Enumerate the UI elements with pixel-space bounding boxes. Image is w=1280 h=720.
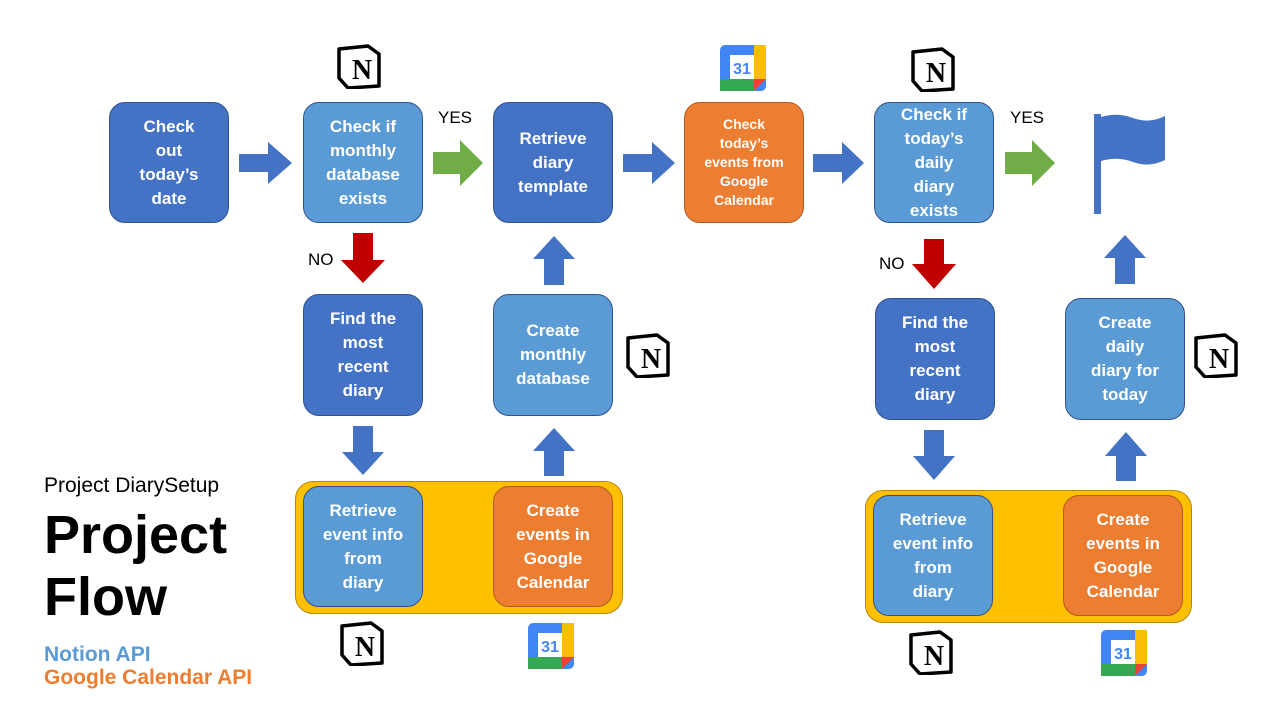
no-label-2: NO — [879, 254, 905, 273]
arrow-yes — [433, 140, 483, 186]
notion-icon: N — [1194, 333, 1238, 378]
arrow-right — [623, 142, 675, 184]
arrow-down — [913, 430, 955, 480]
find-recent-diary-node-2: Find the most recent diary — [875, 298, 995, 420]
check-date-node: Check out today’s date — [109, 102, 229, 223]
google-calendar-icon: 31 — [528, 623, 574, 669]
arrow-up — [1104, 235, 1146, 284]
arrow-down — [342, 426, 384, 475]
create-monthly-db-node: Create monthly database — [493, 294, 613, 416]
arrow-right — [813, 142, 864, 184]
svg-text:N: N — [1209, 344, 1229, 375]
google-calendar-icon: 31 — [720, 45, 766, 91]
svg-text:N: N — [355, 632, 375, 663]
find-recent-diary-node: Find the most recent diary — [303, 294, 423, 416]
page-title: Project Flow — [44, 505, 228, 627]
svg-text:N: N — [926, 58, 946, 89]
legend-gcal: Google Calendar API — [44, 666, 253, 689]
notion-icon: N — [340, 621, 384, 666]
arrow-right — [239, 142, 292, 184]
arrow-up — [1105, 432, 1147, 481]
check-monthly-db-node: Check if monthly database exists — [303, 102, 423, 223]
arrow-up — [533, 428, 575, 476]
arrow-no — [912, 239, 956, 289]
svg-text:31: 31 — [1114, 646, 1132, 663]
notion-icon: N — [337, 44, 381, 89]
retrieve-template-node: Retrieve diary template — [493, 102, 613, 223]
yes-label: YES — [438, 108, 473, 127]
svg-text:31: 31 — [541, 639, 559, 656]
legend-notion: Notion API — [44, 643, 151, 666]
no-label: NO — [308, 250, 334, 269]
notion-icon: N — [909, 630, 953, 675]
arrow-no — [341, 233, 385, 283]
svg-text:31: 31 — [733, 61, 751, 78]
notion-icon: N — [911, 47, 955, 92]
yes-label-2: YES — [1010, 108, 1045, 127]
retrieve-event-info-node: Retrieve event info from diary — [303, 486, 423, 607]
flag-icon — [1094, 114, 1165, 214]
check-events-node: Check today’s events from Google Calenda… — [684, 102, 804, 223]
svg-text:N: N — [641, 344, 661, 375]
retrieve-event-info-node-2: Retrieve event info from diary — [873, 495, 993, 616]
check-daily-diary-node: Check if today’s daily diary exists — [874, 102, 994, 223]
svg-text:N: N — [924, 641, 944, 672]
subtitle: Project DiarySetup — [44, 474, 220, 497]
google-calendar-icon: 31 — [1101, 630, 1147, 676]
create-events-node-2: Create events in Google Calendar — [1063, 495, 1183, 616]
notion-icon: N — [626, 333, 670, 378]
arrow-up — [533, 236, 575, 285]
arrow-yes — [1005, 140, 1055, 186]
create-daily-diary-node: Create daily diary for today — [1065, 298, 1185, 420]
create-events-node: Create events in Google Calendar — [493, 486, 613, 607]
title-block: Project DiarySetup Project Flow — [44, 474, 227, 628]
svg-text:N: N — [352, 55, 372, 86]
